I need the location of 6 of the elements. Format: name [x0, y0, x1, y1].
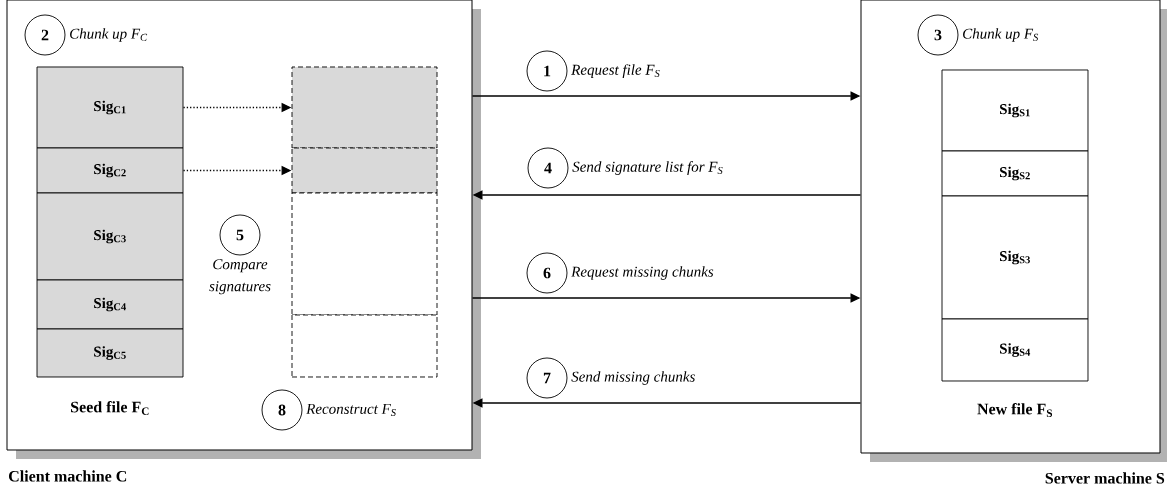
step-label: Request file F$_{S}$ [571, 64, 660, 78]
step-label: Send missing chunks [571, 371, 695, 385]
step-label: Request missing chunks [571, 266, 714, 280]
step-label: Send signature list for F$_{S}$ [572, 161, 723, 175]
machine-label: Client machine C [9, 470, 127, 482]
machine-label: Server machine S [1045, 472, 1165, 484]
